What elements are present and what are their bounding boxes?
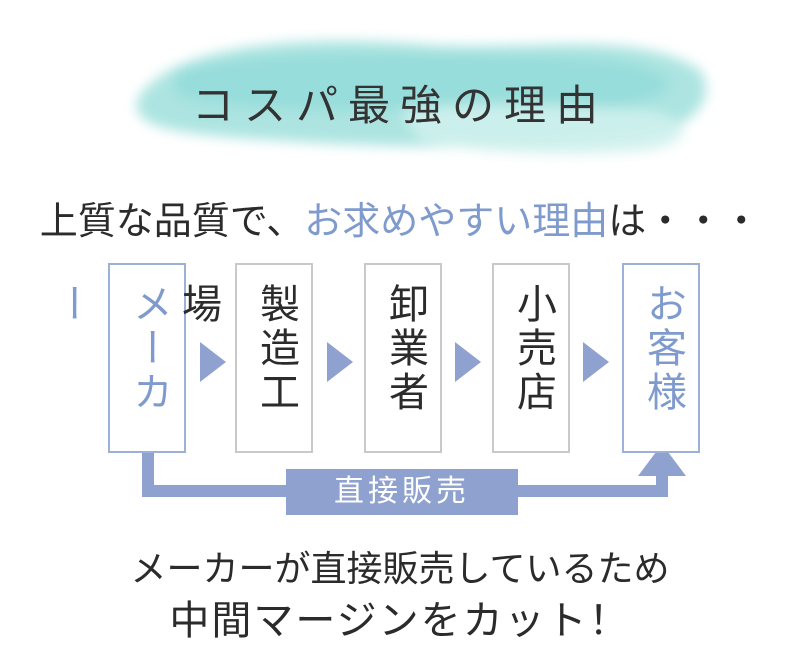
arrow-up-icon bbox=[638, 444, 686, 476]
step-wholesaler: 卸業者 bbox=[364, 263, 442, 453]
banner-title: コスパ最強の理由 bbox=[191, 81, 608, 130]
step-label: 卸業者 bbox=[382, 283, 428, 415]
arrow-right-icon bbox=[455, 342, 481, 382]
step-factory: 製造工場 bbox=[175, 263, 313, 453]
step-label: 小売店 bbox=[510, 283, 556, 415]
step-customer: お客様 bbox=[622, 263, 700, 453]
conclusion-line-2: 中間マージンをカット！ bbox=[169, 598, 631, 644]
arrow-right-icon bbox=[583, 342, 609, 382]
headline-accent: お求めやすい理由 bbox=[304, 199, 609, 243]
arrow-right-icon bbox=[327, 342, 353, 382]
headline-suffix: は・・・ bbox=[608, 199, 761, 243]
conclusion-line-1: メーカーが直接販売しているため bbox=[130, 549, 670, 590]
step-label: お客様 bbox=[640, 283, 686, 415]
watercolor-banner bbox=[136, 40, 707, 154]
step-maker: メーカー bbox=[48, 263, 186, 453]
step-label: 製造工場 bbox=[175, 283, 299, 415]
direct-sales-badge: 直接販売 bbox=[286, 469, 518, 515]
headline: 上質な品質で、お求めやすい理由は・・・ bbox=[0, 190, 800, 245]
arrow-right-icon bbox=[200, 342, 226, 382]
headline-prefix: 上質な品質で、 bbox=[39, 199, 305, 243]
step-retailer: 小売店 bbox=[492, 263, 570, 453]
step-label: メーカー bbox=[48, 283, 172, 415]
